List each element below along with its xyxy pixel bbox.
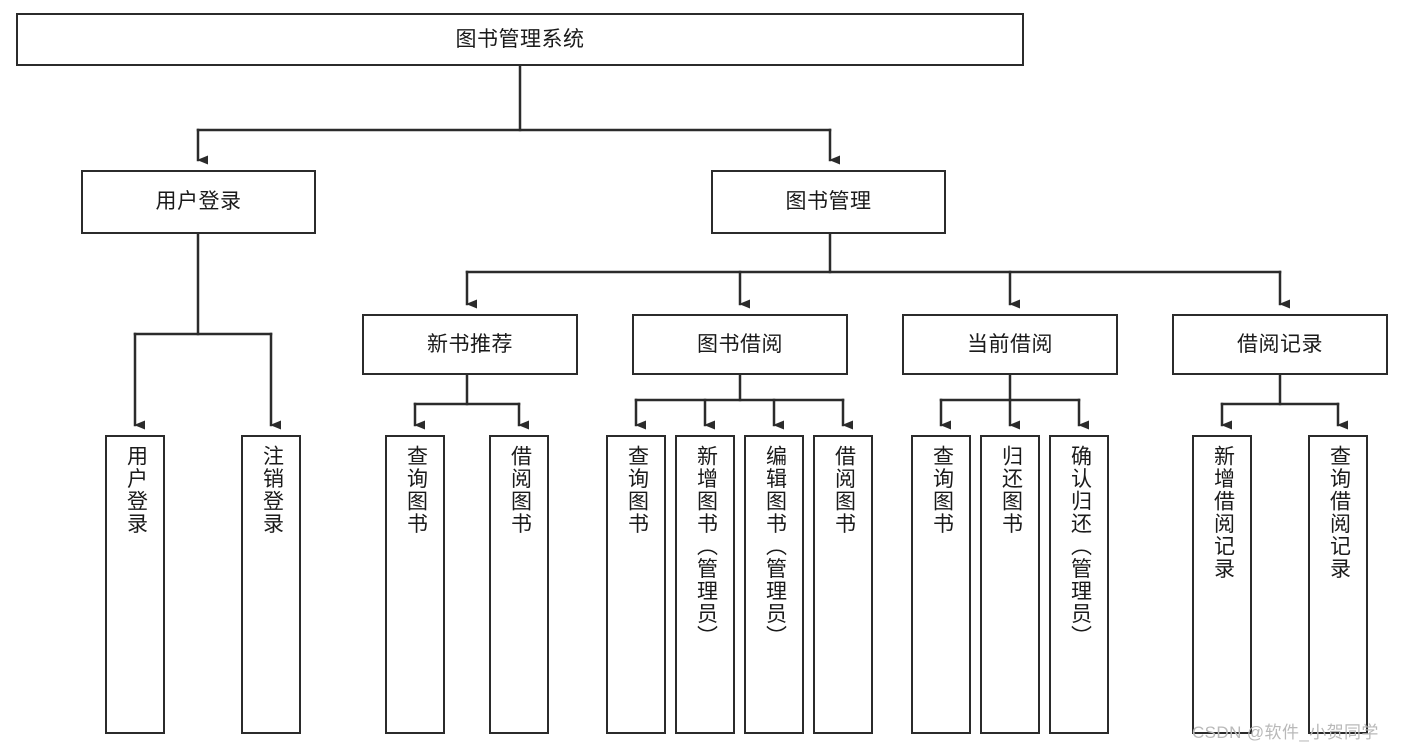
node-leaf-add-book[interactable]: 新增图书（管理员）	[675, 435, 735, 734]
node-leaf-borrow-book-2[interactable]: 借阅图书	[813, 435, 873, 734]
node-leaf-borrow-book-2-label: 借阅图书	[832, 445, 856, 535]
node-leaf-query-book-2[interactable]: 查询图书	[606, 435, 666, 734]
node-leaf-add-record-label: 新增借阅记录	[1211, 445, 1235, 580]
node-borrow-record-label: 借阅记录	[1237, 332, 1323, 356]
node-leaf-borrow-book-1[interactable]: 借阅图书	[489, 435, 549, 734]
node-user-login-label: 用户登录	[155, 190, 242, 214]
node-user-login[interactable]: 用户登录	[81, 170, 316, 234]
node-leaf-query-record[interactable]: 查询借阅记录	[1308, 435, 1368, 734]
node-leaf-user-logout-label: 注销登录	[260, 445, 284, 535]
node-leaf-borrow-book-1-label: 借阅图书	[508, 445, 532, 535]
node-new-book-recommend-label: 新书推荐	[427, 332, 513, 356]
node-root-system[interactable]: 图书管理系统	[16, 13, 1024, 66]
node-leaf-add-book-label: 新增图书（管理员）	[694, 445, 718, 648]
node-book-borrow[interactable]: 图书借阅	[632, 314, 848, 375]
node-borrow-record[interactable]: 借阅记录	[1172, 314, 1388, 375]
node-new-book-recommend[interactable]: 新书推荐	[362, 314, 578, 375]
node-current-borrow[interactable]: 当前借阅	[902, 314, 1118, 375]
node-book-management-label: 图书管理	[785, 190, 872, 214]
node-leaf-return-book-label: 归还图书	[999, 445, 1023, 535]
node-leaf-confirm-return[interactable]: 确认归还（管理员）	[1049, 435, 1109, 734]
node-book-management[interactable]: 图书管理	[711, 170, 946, 234]
node-leaf-user-login[interactable]: 用户登录	[105, 435, 165, 734]
node-leaf-add-record[interactable]: 新增借阅记录	[1192, 435, 1252, 734]
node-leaf-edit-book-label: 编辑图书（管理员）	[763, 445, 787, 648]
node-leaf-query-record-label: 查询借阅记录	[1327, 445, 1351, 580]
node-leaf-query-book-1[interactable]: 查询图书	[385, 435, 445, 734]
node-leaf-edit-book[interactable]: 编辑图书（管理员）	[744, 435, 804, 734]
node-book-borrow-label: 图书借阅	[697, 332, 783, 356]
node-leaf-query-book-3-label: 查询图书	[930, 445, 954, 535]
node-current-borrow-label: 当前借阅	[967, 332, 1053, 356]
node-leaf-confirm-return-label: 确认归还（管理员）	[1068, 445, 1092, 648]
node-leaf-return-book[interactable]: 归还图书	[980, 435, 1040, 734]
node-leaf-query-book-1-label: 查询图书	[404, 445, 428, 535]
node-leaf-user-login-label: 用户登录	[124, 445, 148, 535]
node-root-label: 图书管理系统	[455, 27, 585, 51]
node-leaf-query-book-2-label: 查询图书	[625, 445, 649, 535]
node-leaf-user-logout[interactable]: 注销登录	[241, 435, 301, 734]
node-leaf-query-book-3[interactable]: 查询图书	[911, 435, 971, 734]
